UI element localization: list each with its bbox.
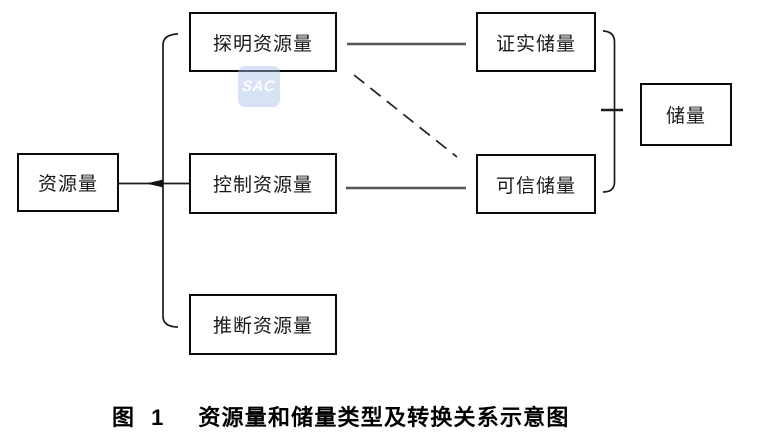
figure-caption-title: 资源量和储量类型及转换关系示意图 bbox=[198, 405, 570, 430]
left-brace-point bbox=[146, 179, 164, 188]
node-proved-resource: 探明资源量 bbox=[189, 12, 337, 72]
node-inferred-resource: 推断资源量 bbox=[189, 294, 337, 355]
proved-resource-to-probable-reserve-dashed-line bbox=[353, 74, 458, 158]
node-probable-reserve-label: 可信储量 bbox=[495, 175, 576, 197]
node-proved-reserve-label: 证实储量 bbox=[495, 33, 576, 55]
node-controlled-resource: 控制资源量 bbox=[189, 153, 337, 214]
node-reserve-label: 储量 bbox=[665, 106, 706, 127]
node-proved-reserve: 证实储量 bbox=[476, 12, 596, 72]
figure-caption-number: 图 1 bbox=[112, 405, 165, 430]
right-bracket bbox=[602, 30, 616, 193]
node-resource-label: 资源量 bbox=[37, 174, 98, 195]
node-proved-resource-label: 探明资源量 bbox=[212, 33, 313, 55]
node-controlled-resource-label: 控制资源量 bbox=[212, 175, 313, 196]
left-brace bbox=[162, 33, 179, 328]
figure-caption: 图 1 资源量和储量类型及转换关系示意图 bbox=[112, 400, 570, 432]
node-probable-reserve: 可信储量 bbox=[476, 154, 596, 214]
node-resource: 资源量 bbox=[17, 153, 119, 212]
node-reserve: 储量 bbox=[640, 83, 732, 146]
node-inferred-resource-label: 推断资源量 bbox=[212, 316, 313, 337]
